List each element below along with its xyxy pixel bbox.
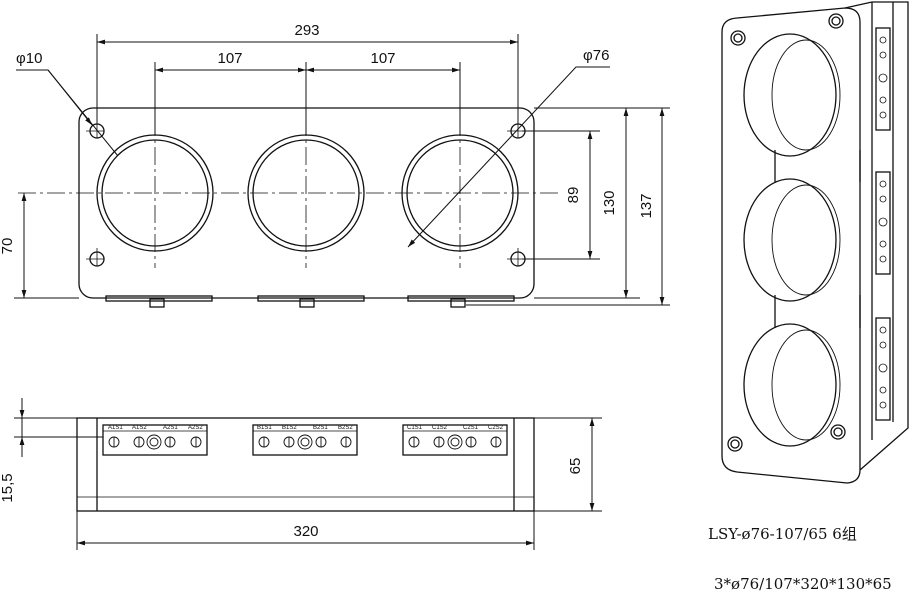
front-terminal-strip	[407, 295, 515, 302]
terminal-label: A2S2	[188, 425, 203, 431]
iso-terminal-block	[875, 27, 891, 131]
front-terminal-strip	[257, 295, 365, 302]
terminal-label: B2S2	[338, 425, 353, 431]
side-dimension-texts: 320 65 15,5	[0, 458, 584, 540]
front-body-outline	[78, 107, 535, 299]
dim-137: 137	[638, 193, 655, 218]
dim-107-right: 107	[370, 50, 395, 67]
iso-terminal-screws	[878, 36, 888, 409]
terminal-labels: A1S1 A1S2 A2S1 A2S2 B1S1 B1S2 B2S1 B2S2 …	[108, 425, 504, 431]
iso-window	[743, 178, 837, 302]
terminal-label: C1S1	[407, 425, 423, 431]
caption-spec: 3*ø76/107*320*130*65	[714, 575, 892, 593]
label-phi76: φ76	[583, 47, 609, 64]
iso-terminal-block	[875, 317, 891, 421]
side-view	[76, 417, 535, 512]
front-terminal-screw	[299, 298, 315, 308]
side-terminal-block-c	[402, 424, 508, 456]
iso-side-face	[844, 1, 909, 471]
terminal-label: B2S1	[313, 425, 328, 431]
dim-65: 65	[567, 458, 584, 475]
side-body-outline	[76, 417, 535, 512]
terminal-label: A1S2	[132, 425, 147, 431]
iso-window	[743, 323, 837, 447]
side-terminal-block-a	[102, 424, 208, 456]
front-dimensions	[14, 34, 670, 306]
dim-15-5: 15,5	[0, 473, 16, 502]
terminal-label: A1S1	[108, 425, 123, 431]
front-terminal-strip	[105, 295, 213, 302]
terminal-label: A2S1	[163, 425, 178, 431]
dim-293: 293	[294, 22, 319, 39]
front-terminal-screw	[149, 298, 165, 308]
caption-model: LSY-ø76-107/65 6组	[708, 525, 857, 543]
terminal-label: B1S1	[257, 425, 272, 431]
front-terminal-screw	[450, 298, 466, 308]
terminal-label: C1S2	[432, 425, 448, 431]
dim-70: 70	[0, 238, 16, 255]
iso-front-face	[721, 7, 861, 484]
dim-130: 130	[601, 190, 618, 215]
isometric-view	[721, 1, 909, 484]
center-lines	[18, 118, 560, 270]
dim-320: 320	[293, 523, 318, 540]
front-dimension-texts: 293 107 107 φ10 φ76 89 130 137 70	[0, 22, 655, 254]
dim-107-left: 107	[217, 50, 242, 67]
side-terminal-screws	[108, 434, 502, 450]
front-view	[78, 107, 535, 308]
terminal-label: C2S2	[488, 425, 504, 431]
side-terminal-block-b	[252, 424, 358, 456]
terminal-label: B1S2	[282, 425, 297, 431]
iso-window	[743, 33, 837, 157]
iso-terminal-block	[875, 171, 891, 275]
label-phi10: φ10	[16, 50, 42, 67]
dim-89: 89	[565, 187, 582, 204]
terminal-label: C2S1	[463, 425, 479, 431]
side-dimensions	[14, 398, 602, 550]
